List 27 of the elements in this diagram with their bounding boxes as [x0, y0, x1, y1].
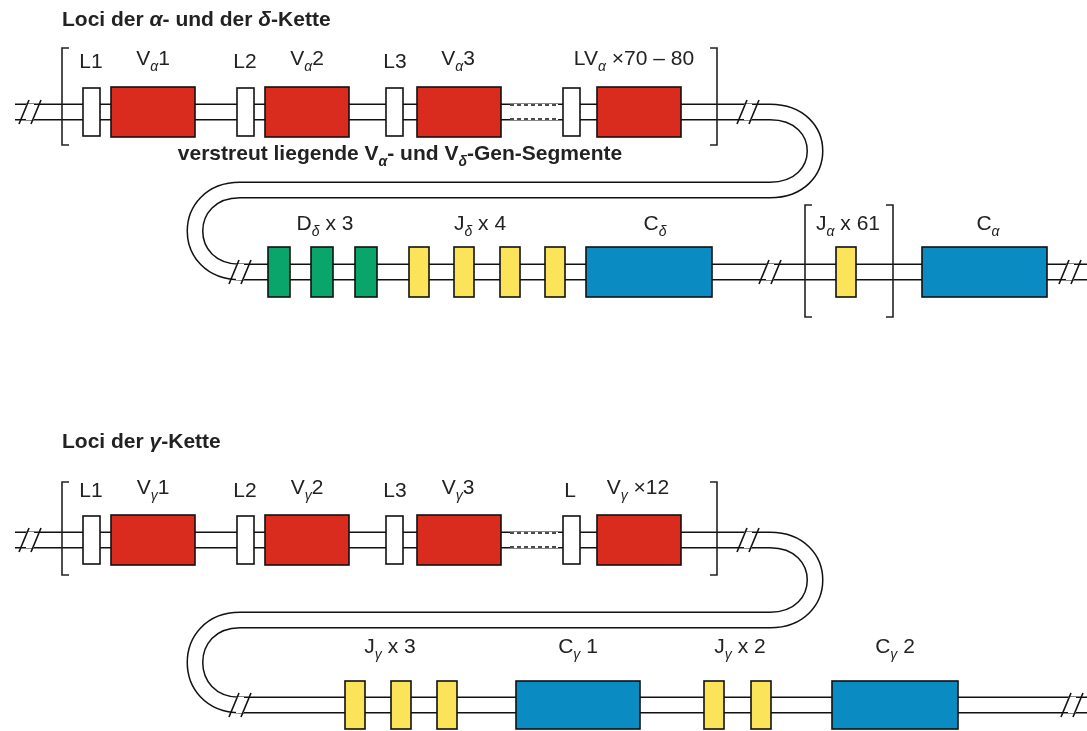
section-heading: Loci der α- und der δ-Kette: [62, 7, 331, 29]
segment-label: V$_{γ}$3: [441, 476, 475, 502]
segment-label: L1: [79, 478, 103, 500]
segment-label: V$_{γ}$ ×12: [606, 476, 670, 502]
segment-label: C$_{α}$: [976, 212, 1000, 238]
segment-label: L2: [233, 49, 257, 71]
segment-label: V$_{γ}$2: [290, 476, 324, 502]
segment-label: LV$_{α}$ ×70 – 80: [573, 47, 695, 73]
segment-label: V$_{α}$3: [441, 47, 475, 73]
segment-label: C$_{δ}$: [643, 212, 667, 238]
segment-label: L3: [383, 49, 407, 71]
segment-label: C$_{γ}$ 1: [558, 635, 598, 661]
segment-label: J$_{δ}$ x 4: [453, 212, 507, 238]
segment-label: J$_{α}$ x 61: [816, 212, 880, 238]
segment-label: C$_{γ}$ 2: [875, 635, 915, 661]
segment-label: L: [564, 478, 576, 500]
segment-label: L1: [79, 49, 103, 71]
segment-label: L2: [233, 478, 257, 500]
segment-label: L3: [383, 478, 407, 500]
segment-label: V$_{α}$2: [290, 47, 324, 73]
segment-label: V$_{γ}$1: [136, 476, 170, 502]
segment-label: J$_{γ}$ x 2: [714, 635, 766, 661]
segment-note: verstreut liegende V$_{α}$- und V$_{δ}$-Gen-Segmente: [177, 142, 623, 168]
segment-label: D$_{δ}$ x 3: [296, 212, 354, 238]
section-heading: Loci der γ-Kette: [62, 429, 221, 451]
segment-label: J$_{γ}$ x 3: [364, 635, 416, 661]
segment-label: V$_{α}$1: [136, 47, 170, 73]
